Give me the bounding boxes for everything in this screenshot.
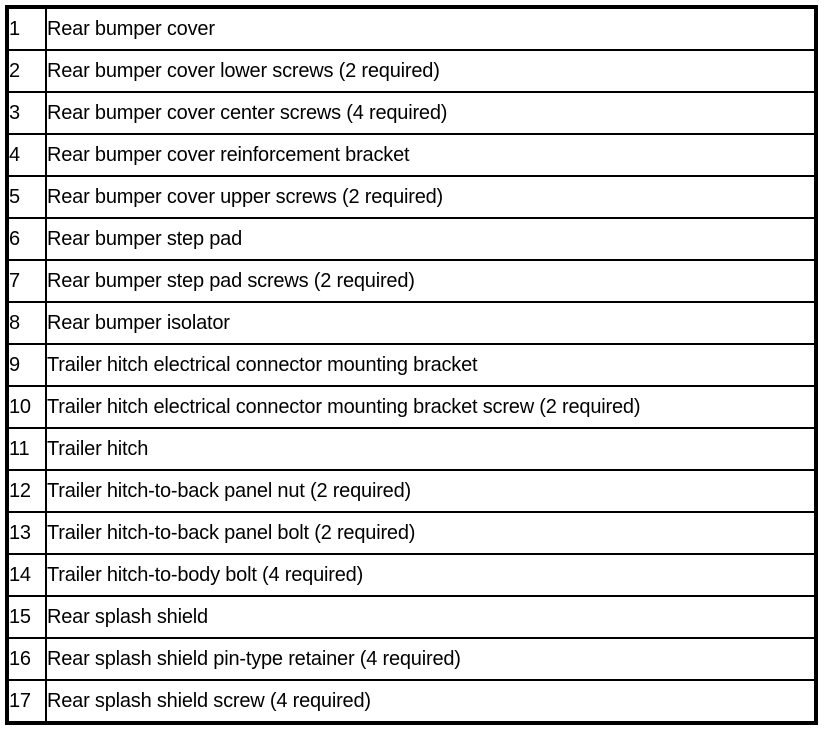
part-number-cell: 4 [6, 133, 47, 177]
part-description-cell: Trailer hitch-to-back panel nut (2 requi… [45, 469, 817, 513]
part-description-cell: Trailer hitch electrical connector mount… [45, 385, 817, 429]
table-row: 14 Trailer hitch-to-body bolt (4 require… [6, 553, 817, 597]
table-row: 5 Rear bumper cover upper screws (2 requ… [6, 175, 817, 219]
part-number-cell: 5 [6, 175, 47, 219]
table-row: 10 Trailer hitch electrical connector mo… [6, 385, 817, 429]
part-number-cell: 7 [6, 259, 47, 303]
scanned-document: 1 Rear bumper cover 2 Rear bumper cover … [5, 5, 818, 725]
part-number-cell: 6 [6, 217, 47, 261]
table-row: 17 Rear splash shield screw (4 required) [6, 679, 817, 724]
table-row: 1 Rear bumper cover [6, 6, 817, 51]
part-number-cell: 13 [6, 511, 47, 555]
part-description-cell: Trailer hitch-to-back panel bolt (2 requ… [45, 511, 817, 555]
part-description-cell: Rear splash shield screw (4 required) [45, 679, 817, 724]
part-number-cell: 11 [6, 427, 47, 471]
part-description-cell: Rear bumper step pad [45, 217, 817, 261]
part-description-cell: Rear bumper cover lower screws (2 requir… [45, 49, 817, 93]
part-description-cell: Rear bumper cover reinforcement bracket [45, 133, 817, 177]
table-row: 4 Rear bumper cover reinforcement bracke… [6, 133, 817, 177]
table-row: 16 Rear splash shield pin-type retainer … [6, 637, 817, 681]
part-description-cell: Rear bumper step pad screws (2 required) [45, 259, 817, 303]
table-row: 3 Rear bumper cover center screws (4 req… [6, 91, 817, 135]
part-description-cell: Trailer hitch [45, 427, 817, 471]
part-number-cell: 17 [6, 679, 47, 724]
table-row: 7 Rear bumper step pad screws (2 require… [6, 259, 817, 303]
part-description-cell: Rear splash shield pin-type retainer (4 … [45, 637, 817, 681]
part-number-cell: 1 [6, 6, 47, 51]
part-number-cell: 16 [6, 637, 47, 681]
table-row: 13 Trailer hitch-to-back panel bolt (2 r… [6, 511, 817, 555]
part-number-cell: 9 [6, 343, 47, 387]
part-description-cell: Trailer hitch electrical connector mount… [45, 343, 817, 387]
table-row: 8 Rear bumper isolator [6, 301, 817, 345]
table-row: 15 Rear splash shield [6, 595, 817, 639]
part-number-cell: 15 [6, 595, 47, 639]
part-description-cell: Rear splash shield [45, 595, 817, 639]
part-description-cell: Trailer hitch-to-body bolt (4 required) [45, 553, 817, 597]
part-number-cell: 2 [6, 49, 47, 93]
part-description-cell: Rear bumper isolator [45, 301, 817, 345]
part-number-cell: 8 [6, 301, 47, 345]
part-number-cell: 12 [6, 469, 47, 513]
table-row: 11 Trailer hitch [6, 427, 817, 471]
part-number-cell: 10 [6, 385, 47, 429]
table-row: 12 Trailer hitch-to-back panel nut (2 re… [6, 469, 817, 513]
part-description-cell: Rear bumper cover [45, 6, 817, 51]
part-description-cell: Rear bumper cover center screws (4 requi… [45, 91, 817, 135]
part-description-cell: Rear bumper cover upper screws (2 requir… [45, 175, 817, 219]
parts-table: 1 Rear bumper cover 2 Rear bumper cover … [5, 5, 818, 725]
parts-table-body: 1 Rear bumper cover 2 Rear bumper cover … [6, 6, 817, 724]
table-row: 2 Rear bumper cover lower screws (2 requ… [6, 49, 817, 93]
part-number-cell: 14 [6, 553, 47, 597]
part-number-cell: 3 [6, 91, 47, 135]
table-row: 9 Trailer hitch electrical connector mou… [6, 343, 817, 387]
table-row: 6 Rear bumper step pad [6, 217, 817, 261]
